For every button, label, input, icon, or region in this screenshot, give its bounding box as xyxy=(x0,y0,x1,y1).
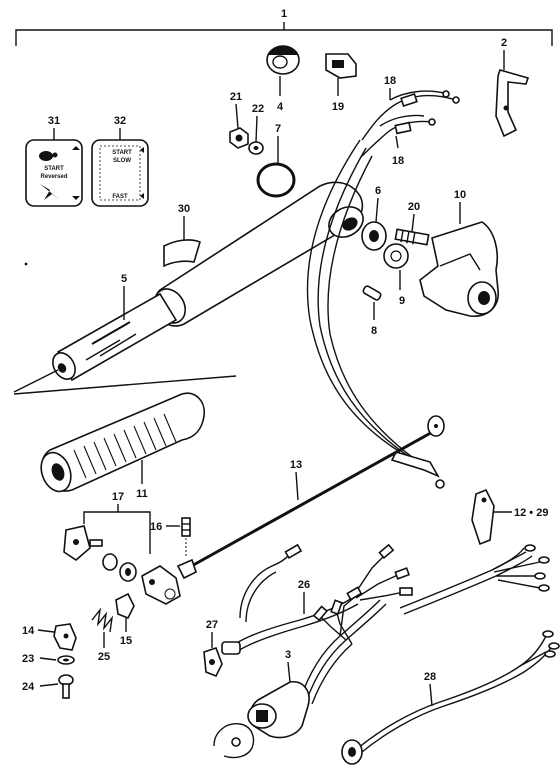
part-24-screw xyxy=(39,674,74,699)
part-4-grommet xyxy=(266,45,300,96)
label-9: 9 xyxy=(399,295,405,307)
decal-31-start: START xyxy=(44,166,64,172)
label-16: 16 xyxy=(150,521,162,533)
part-9-washer xyxy=(383,243,409,290)
part-11-grip xyxy=(13,375,237,493)
label-8: 8 xyxy=(371,325,377,337)
part-19-clip xyxy=(325,53,357,96)
part-7-oring xyxy=(256,136,296,198)
part-18-cables xyxy=(359,88,460,159)
part-32-decal: START SLOW FAST xyxy=(91,128,149,207)
label-15: 15 xyxy=(120,635,132,647)
label-12-29: 12 • 29 xyxy=(514,507,548,519)
label-14: 14 xyxy=(22,625,35,637)
part-23-washer xyxy=(39,655,75,665)
part-8-pin xyxy=(362,285,382,320)
throttle-cables xyxy=(306,139,445,489)
decal-31-text: Reversed xyxy=(40,174,67,180)
label-5: 5 xyxy=(121,273,127,285)
main-wire-harness xyxy=(399,544,550,615)
label-30: 30 xyxy=(178,203,190,215)
label-11: 11 xyxy=(136,488,148,500)
part-28-lead xyxy=(341,630,560,765)
label-19: 19 xyxy=(332,101,344,113)
part-3-switch-harness xyxy=(213,586,387,759)
part-12-29-clip xyxy=(471,488,512,546)
label-10: 10 xyxy=(454,189,466,201)
label-13: 13 xyxy=(290,459,302,471)
label-31: 31 xyxy=(48,115,60,127)
part-27-connector xyxy=(203,632,223,678)
part-2-bracket xyxy=(495,50,530,138)
part-10-housing xyxy=(419,202,499,317)
part-21-nut xyxy=(229,103,249,149)
assembly-bracket xyxy=(15,22,553,46)
label-18-top: 18 xyxy=(384,75,396,87)
label-24: 24 xyxy=(22,681,35,693)
label-18-bottom: 18 xyxy=(392,155,404,167)
part-17-assembly xyxy=(63,504,181,605)
decal-32-slow: SLOW xyxy=(113,158,131,164)
part-20-bolt xyxy=(394,213,430,246)
label-17: 17 xyxy=(112,491,124,503)
part-14-knob xyxy=(37,623,77,651)
part-13-rod xyxy=(176,415,445,580)
label-32: 32 xyxy=(114,115,126,127)
label-22: 22 xyxy=(252,103,264,115)
part-31-decal: START Reversed xyxy=(25,128,83,207)
label-26: 26 xyxy=(298,579,310,591)
part-15-plunger xyxy=(115,592,135,632)
label-25: 25 xyxy=(98,651,110,663)
part-16-screw xyxy=(166,517,191,556)
stray-mark xyxy=(24,262,28,266)
label-2: 2 xyxy=(501,37,507,49)
part-6-bushing xyxy=(361,197,387,251)
label-23: 23 xyxy=(22,653,34,665)
part-26-harness xyxy=(221,543,413,655)
label-27: 27 xyxy=(206,619,218,631)
part-25-spring xyxy=(91,607,114,648)
decal-32-start: START xyxy=(112,150,132,156)
label-28: 28 xyxy=(424,671,436,683)
tiller-handle xyxy=(13,181,364,393)
decal-32-fast: FAST xyxy=(112,194,128,200)
label-3: 3 xyxy=(285,649,291,661)
part-22-washer xyxy=(248,115,264,155)
part-30-cover xyxy=(163,216,201,268)
label-6: 6 xyxy=(375,185,381,197)
label-21: 21 xyxy=(230,91,242,103)
label-20: 20 xyxy=(408,201,420,213)
label-7: 7 xyxy=(275,123,281,135)
label-4: 4 xyxy=(277,101,284,113)
label-1: 1 xyxy=(281,8,287,20)
